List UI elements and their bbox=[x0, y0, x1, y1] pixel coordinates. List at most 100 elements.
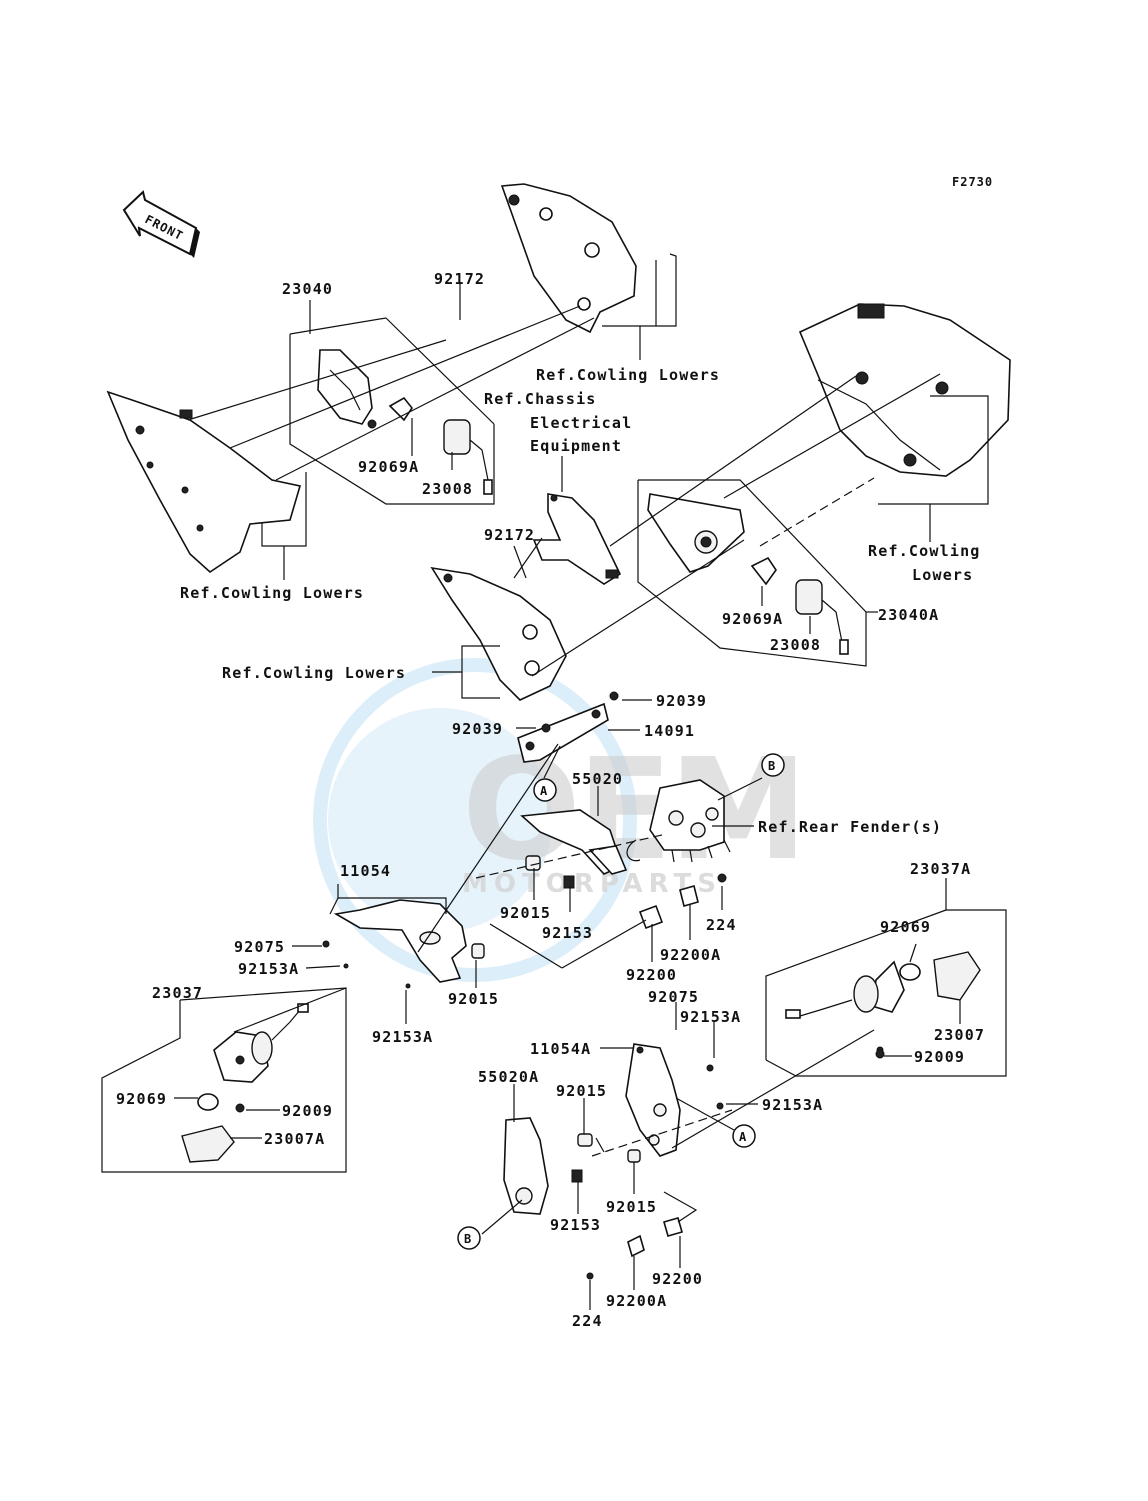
part-label: 23007 bbox=[934, 1026, 985, 1044]
part-label: 92069 bbox=[880, 918, 931, 936]
bolt-92153-upper bbox=[563, 875, 575, 889]
bracket-55020 bbox=[520, 809, 641, 875]
collar-92015-lower bbox=[577, 1133, 641, 1163]
part-label: 92153A bbox=[238, 960, 299, 978]
part-label: 92009 bbox=[282, 1102, 333, 1120]
ref-label: Electrical bbox=[530, 414, 632, 432]
plates-92200-lower bbox=[586, 1217, 683, 1280]
svg-text:A: A bbox=[739, 1130, 747, 1144]
stay-14091 bbox=[517, 691, 619, 763]
watermark-ring bbox=[313, 658, 637, 982]
svg-text:A: A bbox=[540, 784, 548, 798]
part-label: 92015 bbox=[500, 904, 551, 922]
plates-92200-upper bbox=[638, 873, 727, 930]
part-label: 92069A bbox=[722, 610, 783, 628]
part-label: 23040A bbox=[878, 606, 939, 624]
ref-label: Lowers bbox=[912, 566, 973, 584]
part-label: 92075 bbox=[648, 988, 699, 1006]
part-label: 92172 bbox=[484, 526, 535, 544]
part-label: 92200A bbox=[660, 946, 721, 964]
left-screw-92009 bbox=[235, 1103, 245, 1113]
part-label: 224 bbox=[572, 1312, 603, 1330]
mid-inner-cowl-panel bbox=[430, 566, 567, 701]
ref-label: Ref.Cowling Lowers bbox=[180, 584, 364, 602]
part-label: 23007A bbox=[264, 1130, 325, 1148]
watermark-globe bbox=[328, 708, 552, 932]
part-label: 55020 bbox=[572, 770, 623, 788]
left-turn-signal-23037 bbox=[213, 1003, 309, 1083]
ref-label: Ref.Cowling Lowers bbox=[222, 664, 406, 682]
part-label: 92015 bbox=[606, 1198, 657, 1216]
part-label: 92153A bbox=[762, 1096, 823, 1114]
left-bulb-92069 bbox=[197, 1093, 219, 1111]
part-label: 92172 bbox=[434, 270, 485, 288]
part-label: 92200 bbox=[652, 1270, 703, 1288]
right-lens-23007 bbox=[933, 951, 981, 1001]
left-lens-23007A bbox=[181, 1125, 235, 1163]
part-label: 23037A bbox=[910, 860, 971, 878]
upper-inner-cowl-panel bbox=[500, 183, 637, 334]
part-label: 92200 bbox=[626, 966, 677, 984]
part-label: 23008 bbox=[770, 636, 821, 654]
callout-B-upper: B bbox=[761, 753, 785, 777]
ref-label: Ref.Cowling Lowers bbox=[536, 366, 720, 384]
right-screw-92009 bbox=[875, 1049, 885, 1059]
right-turn-signal-23037A bbox=[785, 960, 905, 1054]
ref-label: Equipment bbox=[530, 437, 622, 455]
left-bulb-92069A bbox=[388, 396, 413, 422]
svg-text:B: B bbox=[464, 1232, 472, 1246]
part-label: 92015 bbox=[556, 1082, 607, 1100]
part-label: 92153A bbox=[680, 1008, 741, 1026]
ref-label: Ref.Rear Fender(s) bbox=[758, 818, 942, 836]
part-label: 92200A bbox=[606, 1292, 667, 1310]
part-label: 23040 bbox=[282, 280, 333, 298]
left-socket-23008 bbox=[443, 419, 493, 495]
right-socket-23008 bbox=[795, 579, 849, 655]
part-label: 55020A bbox=[478, 1068, 539, 1086]
part-label: 11054 bbox=[340, 862, 391, 880]
right-bulb-92069 bbox=[899, 963, 921, 981]
part-label: 92153A bbox=[372, 1028, 433, 1046]
part-label: 224 bbox=[706, 916, 737, 934]
part-label: 92153 bbox=[542, 924, 593, 942]
right-stay-11054A bbox=[625, 1043, 724, 1157]
watermark-logo: OEM bbox=[462, 729, 804, 892]
front-arrow-icon: FRONT bbox=[122, 190, 200, 258]
right-inner-cowl-panel bbox=[798, 303, 1011, 477]
bolt-92153-lower bbox=[571, 1169, 583, 1183]
callout-A-lower: A bbox=[732, 1124, 756, 1148]
part-label: 92039 bbox=[656, 692, 707, 710]
part-label: 11054A bbox=[530, 1040, 591, 1058]
watermark-subtext: MOTORPARTS bbox=[462, 869, 722, 899]
part-label: 92075 bbox=[234, 938, 285, 956]
left-headlight-bracket bbox=[317, 349, 377, 429]
part-labels: 23040 92172 92069A 23008 92172 92069A 23… bbox=[116, 270, 985, 1330]
part-label: 92009 bbox=[914, 1048, 965, 1066]
part-label: 23008 bbox=[422, 480, 473, 498]
collar-92015-upper bbox=[525, 855, 541, 871]
part-label: 23037 bbox=[152, 984, 203, 1002]
ref-label: Ref.Cowling bbox=[868, 542, 981, 560]
left-inner-cowl-panel bbox=[106, 390, 302, 574]
right-headlight-bracket bbox=[647, 493, 745, 573]
watermark: OEM MOTORPARTS bbox=[313, 658, 808, 982]
svg-text:B: B bbox=[768, 759, 776, 773]
ref-label: Ref.Chassis bbox=[484, 390, 597, 408]
figure-code: F2730 bbox=[952, 175, 993, 189]
part-label: 92039 bbox=[452, 720, 503, 738]
left-stay-11054 bbox=[322, 899, 485, 989]
part-label: 92153 bbox=[550, 1216, 601, 1234]
part-label: 92069 bbox=[116, 1090, 167, 1108]
callout-A-upper: A bbox=[533, 778, 557, 802]
part-label: 14091 bbox=[644, 722, 695, 740]
rear-fender-bracket bbox=[649, 779, 731, 863]
reference-labels: Ref.Cowling Lowers Ref.Chassis Electrica… bbox=[180, 366, 981, 836]
leader-lines bbox=[101, 253, 1007, 1310]
part-label: 92015 bbox=[448, 990, 499, 1008]
callout-B-lower: B bbox=[457, 1226, 481, 1250]
right-bulb-92069A bbox=[750, 556, 777, 586]
chassis-bracket bbox=[532, 493, 622, 585]
part-label: 92069A bbox=[358, 458, 419, 476]
